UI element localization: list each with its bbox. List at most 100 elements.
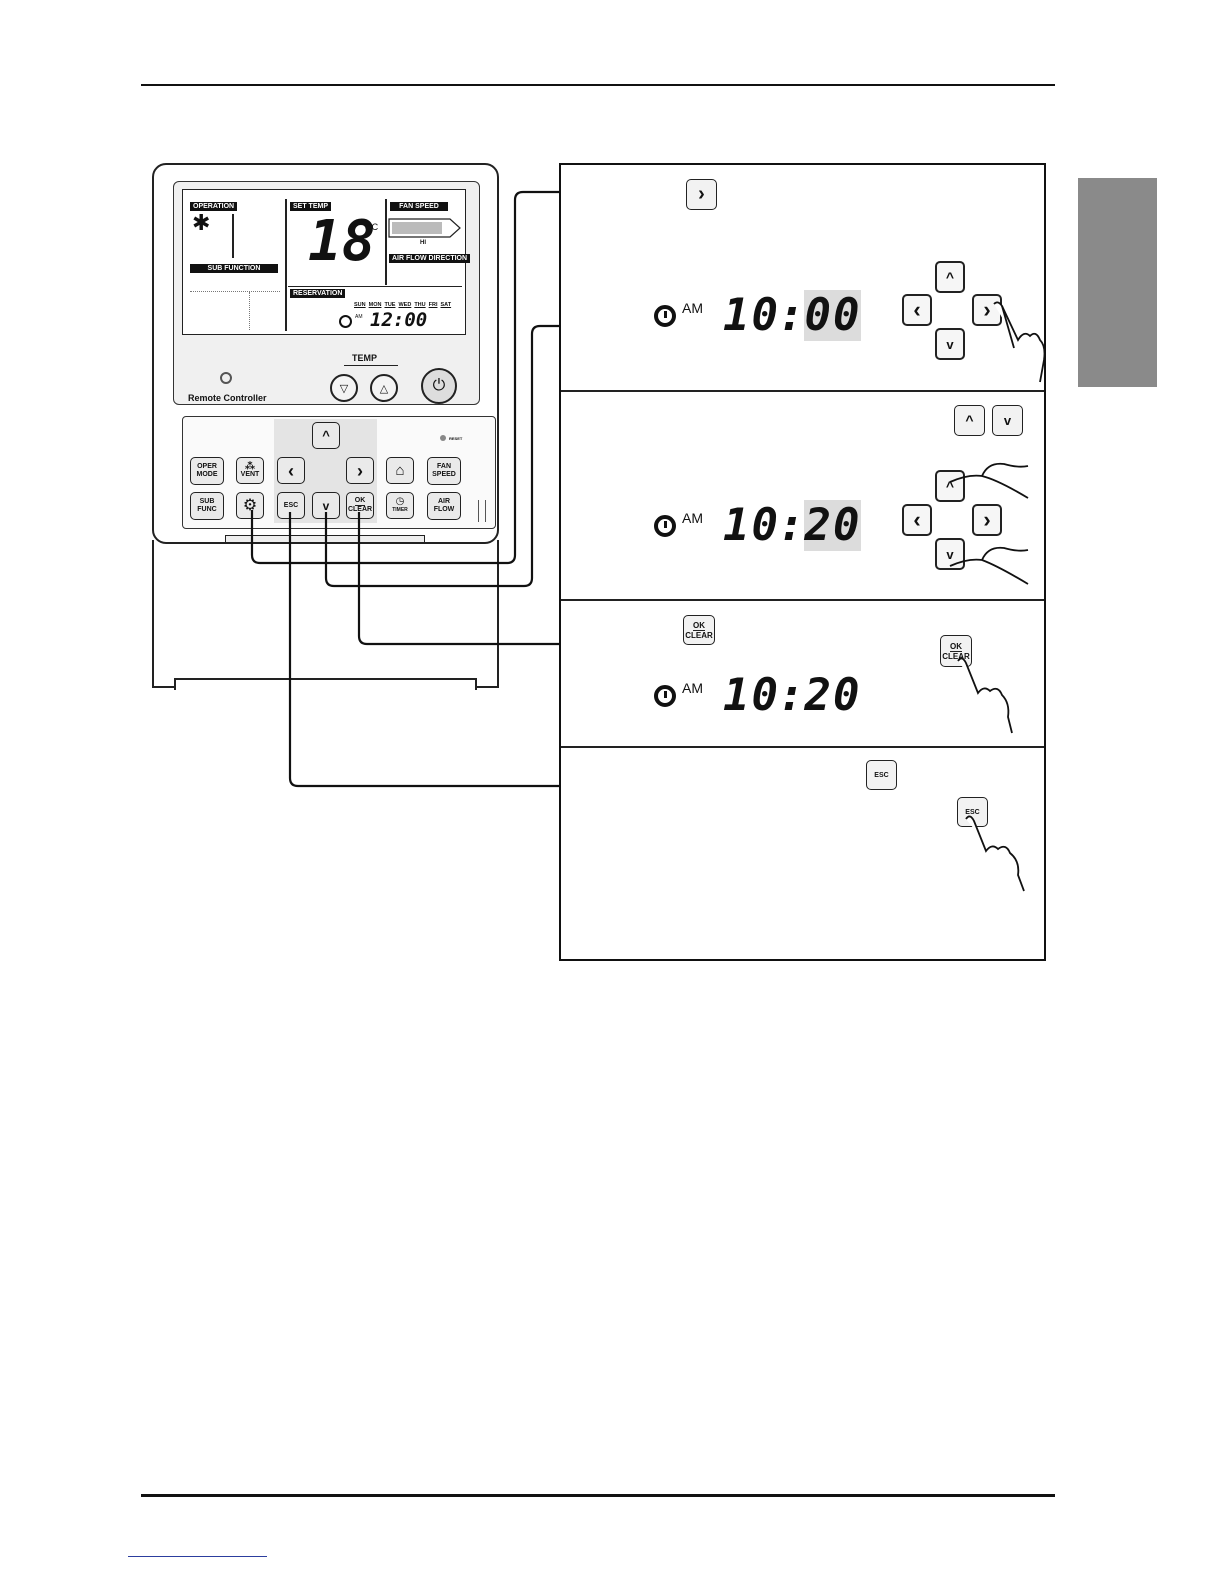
lcd-weekdays: SUN MON TUE WED THU FRI SAT	[354, 302, 451, 308]
lcd-reservation-label: RESERVATION	[290, 289, 346, 298]
timer-icon: ◷	[395, 495, 405, 507]
step-divider-3	[561, 746, 1044, 748]
step2-up-key: ^	[935, 470, 965, 502]
clock-icon	[654, 304, 676, 327]
lcd-set-temp-label: SET TEMP	[290, 202, 332, 211]
chevron-down-icon: v	[322, 498, 330, 513]
lcd-temp-value: 18	[308, 209, 376, 274]
step4-esc-key: ESC	[957, 797, 988, 827]
clear-label: CLEAR	[347, 506, 373, 513]
step1-am: AM	[682, 299, 703, 316]
chevron-down-icon: v	[946, 336, 954, 352]
pointing-hand-icon	[949, 546, 1029, 585]
step4-inline-esc-button: ESC	[866, 760, 897, 790]
step-divider-1	[561, 390, 1044, 392]
step1-hour: 10	[723, 290, 780, 341]
lcd-dotted-line	[190, 291, 280, 292]
step2-clock-display: AM 10 : 20	[654, 500, 862, 551]
temp-up-button[interactable]: △	[370, 374, 398, 402]
pointing-hand-icon	[957, 657, 1013, 734]
ok-clear-key[interactable]: OK CLEAR	[346, 492, 374, 519]
lcd-sub-function-label: SUB FUNCTION	[190, 264, 278, 273]
keypad-grip	[478, 500, 486, 522]
timer-key-label: TIMER	[392, 506, 408, 513]
triangle-down-icon: ▽	[339, 382, 349, 395]
chevron-up-icon: ^	[945, 478, 955, 494]
lcd-clock-icon	[339, 315, 352, 328]
lcd-divider-left	[285, 199, 287, 331]
chevron-left-icon: ‹	[913, 507, 921, 532]
footer-link-underline[interactable]	[128, 1556, 267, 1557]
lcd-operation-line	[232, 214, 234, 258]
lcd-airflow-label: AIR FLOW DIRECTION	[389, 254, 471, 263]
chevron-right-icon: ›	[983, 507, 991, 532]
step3-ok-clear-key: OK CLEAR	[940, 635, 972, 667]
pointing-hand-icon	[965, 815, 1025, 892]
lcd-dotted-vline	[249, 292, 250, 330]
step3-colon: :	[777, 670, 807, 721]
pointing-hand-icon	[993, 301, 1046, 383]
reset-button[interactable]	[440, 435, 446, 441]
timer-key[interactable]: ◷TIMER	[386, 492, 414, 519]
fan-speed-key[interactable]: FAN SPEED	[427, 457, 461, 485]
step1-inline-right-button: ›	[686, 179, 717, 210]
ok-label: OK	[950, 641, 962, 652]
day-thu: THU	[414, 302, 426, 308]
step1-up-key: ^	[935, 261, 965, 293]
day-sun: SUN	[354, 302, 366, 308]
step2-inline-down-button: v	[992, 405, 1023, 436]
day-fri: FRI	[428, 302, 438, 308]
day-mon: MON	[368, 302, 382, 308]
sub-func-key[interactable]: SUB FUNC	[190, 492, 224, 520]
step2-down-key: v	[935, 538, 965, 570]
step-divider-2	[561, 599, 1044, 601]
power-icon: ⏻	[432, 377, 446, 394]
step1-clock-display: AM 10 : 00	[654, 290, 862, 341]
bottom-rule	[141, 1494, 1055, 1497]
lcd-fan-speed-label: FAN SPEED	[390, 202, 448, 211]
step2-colon: :	[777, 500, 807, 551]
oper-mode-key[interactable]: OPER MODE	[190, 457, 224, 485]
chevron-left-icon: ‹	[288, 460, 294, 481]
chevron-down-icon: v	[946, 546, 954, 562]
day-wed: WED	[398, 302, 412, 308]
day-tue: TUE	[384, 302, 396, 308]
temp-label: TEMP	[352, 353, 378, 363]
ok-label: OK	[693, 620, 705, 631]
home-temp-key[interactable]: ⌂	[386, 457, 414, 484]
key-left[interactable]: ‹	[277, 457, 305, 484]
air-flow-key[interactable]: AIR FLOW	[427, 492, 461, 520]
clear-label: CLEAR	[685, 630, 713, 640]
settings-key[interactable]: ⚙	[236, 492, 264, 519]
step2-am: AM	[682, 509, 703, 526]
lcd-divider-h	[288, 286, 462, 287]
ok-label: OK	[354, 497, 366, 506]
day-sat: SAT	[440, 302, 452, 308]
key-right[interactable]: ›	[346, 457, 374, 484]
step2-left-key: ‹	[902, 504, 932, 536]
remote-stand-base	[174, 678, 477, 690]
step3-am: AM	[682, 679, 703, 696]
key-up[interactable]: ^	[312, 422, 340, 449]
reset-label: RESET	[449, 436, 463, 441]
power-button[interactable]: ⏻	[421, 368, 457, 404]
step3-inline-ok-clear-button: OK CLEAR	[683, 615, 715, 645]
step1-colon: :	[777, 290, 807, 341]
step1-right-key: ›	[972, 294, 1002, 326]
chevron-up-icon: ^	[965, 412, 974, 428]
lcd-temp-unit: °C	[368, 222, 379, 232]
step1-minute-highlight: 00	[804, 290, 862, 341]
step3-hour: 10	[723, 670, 780, 721]
clock-icon	[654, 684, 676, 707]
lcd-clock-am: AM	[355, 314, 363, 320]
temp-down-button[interactable]: ▽	[330, 374, 358, 402]
step1-left-key: ‹	[902, 294, 932, 326]
vent-key[interactable]: ⁂VENT	[236, 457, 264, 484]
remote-controller-label: Remote Controller	[188, 393, 267, 403]
step2-right-key: ›	[972, 504, 1002, 536]
lcd-divider-right	[385, 199, 387, 285]
chapter-side-tab	[1078, 178, 1157, 387]
pointing-hand-icon	[949, 462, 1029, 499]
triangle-up-icon: △	[379, 382, 389, 395]
